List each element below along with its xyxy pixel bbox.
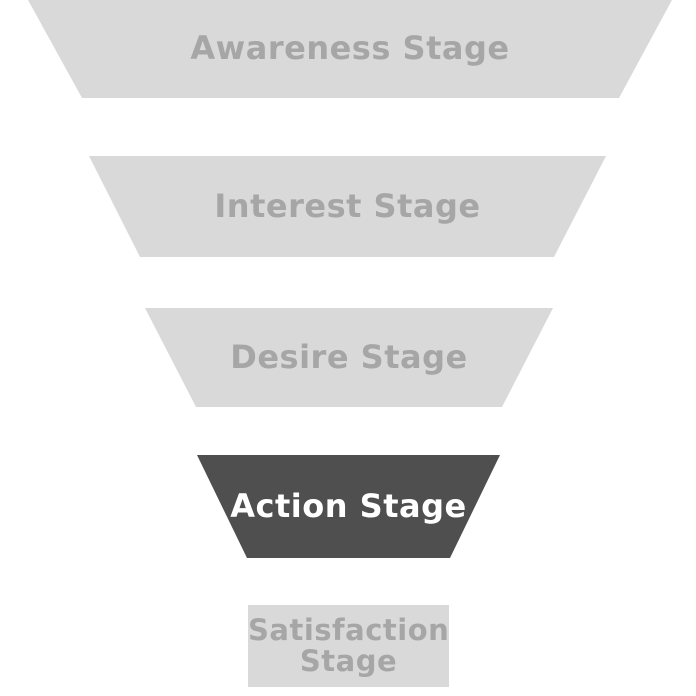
stage-label-satisfaction: Satisfaction Stage xyxy=(248,613,450,678)
stage-label-interest: Interest Stage xyxy=(214,186,481,225)
funnel-stage-desire: Desire Stage xyxy=(145,308,553,407)
funnel-stage-action: Action Stage xyxy=(197,455,500,558)
stage-label-action: Action Stage xyxy=(230,486,467,525)
stage-label-desire: Desire Stage xyxy=(230,337,468,376)
funnel-stage-awareness: Awareness Stage xyxy=(28,0,672,98)
funnel-stage-interest: Interest Stage xyxy=(89,156,606,257)
funnel-stage-satisfaction: Satisfaction Stage xyxy=(248,605,449,687)
stage-label-awareness: Awareness Stage xyxy=(190,29,510,68)
